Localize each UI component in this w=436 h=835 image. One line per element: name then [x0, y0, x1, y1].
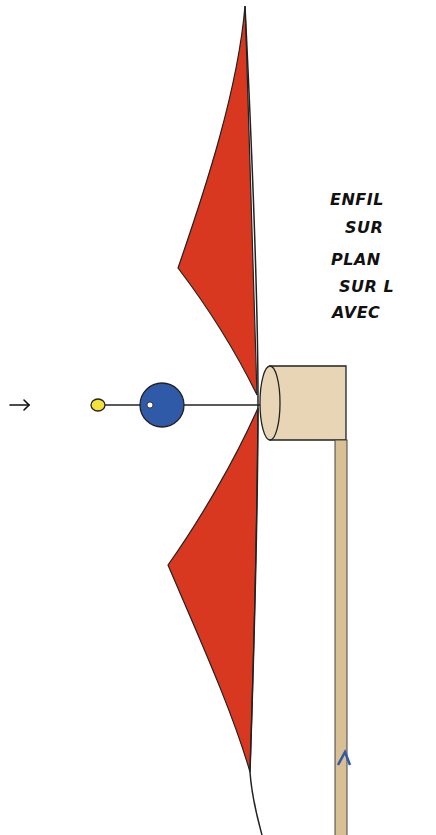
cork-cylinder: [260, 366, 346, 440]
direction-arrow: [10, 400, 29, 410]
instruction-text: PLAN: [331, 250, 381, 270]
pin-shaft: [104, 404, 275, 406]
paper-edge: [245, 6, 262, 835]
instruction-text: ENFIL: [330, 190, 384, 210]
blue-bead: [140, 383, 184, 427]
blue-mark: [338, 752, 350, 765]
instruction-text: SUR L: [339, 277, 394, 297]
red-blade: [178, 6, 257, 395]
wooden-stick: [335, 440, 347, 835]
instruction-text: AVEC: [332, 303, 380, 323]
red-blade: [168, 408, 258, 772]
instruction-text: SUR: [345, 218, 383, 238]
pin-head: [91, 399, 105, 411]
